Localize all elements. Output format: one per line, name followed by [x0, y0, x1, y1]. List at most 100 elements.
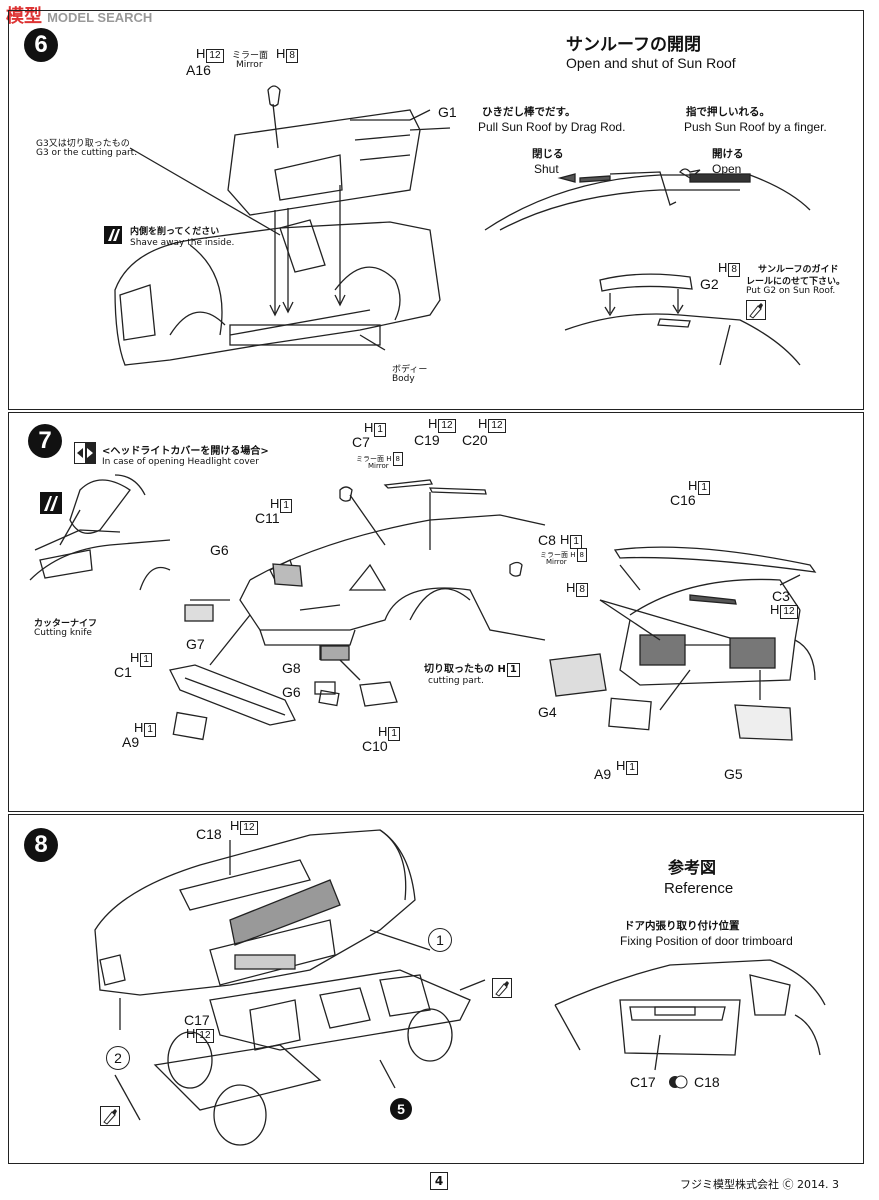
step7-c8-label: C8 — [538, 532, 556, 548]
step7-c7-mirror-text: ミラー面 — [356, 455, 384, 463]
step8-c17-label: C17 — [184, 1012, 210, 1028]
shave-tool-icon — [40, 492, 62, 514]
glue-icon — [100, 1106, 120, 1126]
step7-a9b-hbox: 1 — [626, 761, 638, 775]
step7-c16-hbox: 1 — [698, 481, 710, 495]
step6-shave-en: Shave away the inside. — [130, 238, 235, 248]
step7-a9b-label: A9 — [594, 766, 612, 782]
step7-c10-label: C10 — [362, 738, 388, 754]
interior-assembly-drawing — [94, 829, 486, 1146]
substep-1-marker: 1 — [428, 928, 452, 952]
step6-mirror-jp: ミラー面 — [232, 51, 269, 61]
step7-knife-en: Cutting knife — [34, 628, 92, 638]
g6-headlight-drawing — [272, 563, 303, 587]
step7-c3-hbox: 12 — [780, 605, 798, 619]
step8-number: 8 — [24, 828, 58, 862]
step6-number: 6 — [24, 28, 58, 62]
step6-guide-jp2: レールにのせて下さい。 — [746, 277, 846, 287]
step6-body-drawing — [114, 85, 451, 366]
step7-c1-label: C1 — [114, 664, 132, 680]
step6-guide-jp1: サンルーフのガイド — [758, 265, 839, 275]
step7-cut-hbox: 1 — [506, 663, 520, 677]
step8-ref-en: Reference — [664, 880, 734, 897]
glue-icon — [746, 300, 766, 320]
step8-c17-hbox: 12 — [196, 1029, 214, 1043]
step6-g2-hbox: 8 — [728, 263, 740, 277]
step7-panel — [8, 412, 864, 812]
step8-panel — [8, 814, 864, 1164]
step6-g2-label: G2 — [700, 276, 719, 292]
headlight-parts-drawing — [184, 604, 214, 622]
step6-body-jp: ボディー — [392, 365, 428, 375]
page-number: 4 — [430, 1172, 448, 1190]
step6-guide-en: Put G2 on Sun Roof. — [746, 286, 836, 296]
step7-c7-mirror-en: Mirror — [368, 462, 389, 470]
step6-a16-hbox: 12 — [206, 49, 224, 63]
step7-c10-hbox: 1 — [388, 727, 400, 741]
align-marker-icon — [669, 1075, 688, 1089]
step6-shut-jp: 閉じる — [532, 148, 564, 160]
step7-c11-label: C11 — [255, 510, 280, 526]
step7-c8-hbox: 1 — [570, 535, 582, 549]
step7-g8-label: G8 — [282, 660, 301, 676]
step7-c7-hbox: 1 — [374, 423, 386, 437]
shave-tool-icon — [104, 226, 122, 244]
front-parts-drawing — [169, 645, 398, 741]
step7-c8-mirror-text: ミラー面 — [540, 551, 568, 559]
watermark-logo-text: 模型 — [6, 6, 42, 27]
step6-title-jp: サンルーフの開閉 — [566, 35, 701, 55]
step7-c20-label: C20 — [462, 432, 488, 448]
step7-c19-hbox: 12 — [438, 419, 456, 433]
step6-g3-en: G3 or the cutting part. — [36, 148, 138, 158]
copyright: フジミ模型株式会社 Ⓒ 2014. 3 — [680, 1178, 839, 1191]
step7-c8-mirror-en: Mirror — [546, 558, 567, 566]
headlight-cut-drawing — [29, 474, 171, 591]
step7-g7-label: G7 — [186, 636, 205, 652]
step7-c8-mirror-hbox: 8 — [576, 548, 587, 562]
step7-h8-hbox: 8 — [576, 583, 588, 597]
substep-2-marker: 2 — [106, 1046, 130, 1070]
step7-a9a-label: A9 — [122, 734, 140, 750]
step7-g5-label: G5 — [724, 766, 743, 782]
step7-c3-label: C3 — [772, 588, 790, 604]
step6-push-jp: 指で押しいれる。 — [686, 106, 770, 118]
step7-c20-hbox: 12 — [488, 419, 506, 433]
step7-c7-mirror-hbox: 8 — [392, 452, 403, 466]
step8-ref-jp: 参考図 — [668, 858, 717, 877]
step6-a16-label: A16 — [186, 62, 211, 78]
step6-title-en: Open and shut of Sun Roof — [566, 55, 736, 71]
step7-g6a-label: G6 — [210, 542, 229, 558]
step6-panel — [8, 10, 864, 410]
step7-case-jp: <ヘッドライトカバーを開ける場合> — [102, 446, 269, 457]
step7-c1-hbox: 1 — [140, 653, 152, 667]
step8-door-jp: ドア内張り取り付け位置 — [624, 920, 740, 932]
step7-cut-en: cutting part. — [428, 676, 484, 686]
step6-body-en: Body — [392, 374, 415, 384]
sunroof-open-shut-drawing — [484, 168, 811, 231]
step8-c18-label: C18 — [196, 826, 222, 842]
step7-number: 7 — [28, 424, 62, 458]
step7-c11-hbox: 1 — [280, 499, 292, 513]
step7-c16-label: C16 — [670, 492, 696, 508]
cut-direction-icon — [74, 442, 96, 464]
watermark-search-text: MODEL SEARCH — [47, 10, 153, 25]
step6-pull-jp: ひきだし棒でだす。 — [482, 106, 576, 118]
step6-open-jp: 開ける — [712, 148, 744, 160]
step8-c18-hbox: 12 — [240, 821, 258, 835]
step7-g4-label: G4 — [538, 704, 557, 720]
